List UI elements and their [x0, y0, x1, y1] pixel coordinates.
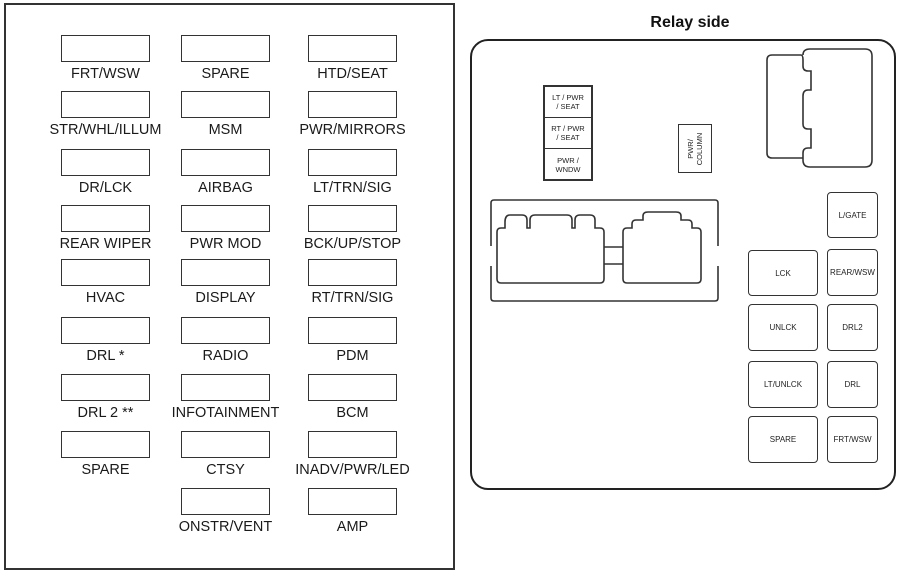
- fuse-label: DR/LCK: [78, 180, 133, 196]
- relay-label: UNLCK: [769, 323, 797, 332]
- relay-label: FRT/WSW: [833, 435, 872, 444]
- fuse-label: PWR/MIRRORS: [299, 122, 406, 138]
- fuse-label: PWR MOD: [189, 236, 262, 252]
- top-connector: [766, 48, 873, 168]
- relay-side-panel: [470, 39, 896, 490]
- relay-side-title: Relay side: [650, 14, 730, 31]
- fuse-label: RADIO: [202, 348, 249, 364]
- fuse-slot: [308, 431, 397, 458]
- fuse-slot: [308, 488, 397, 515]
- fuse-label: SPARE: [201, 66, 250, 82]
- fuse-slot: [61, 374, 150, 401]
- top-connector-outline: [766, 48, 873, 168]
- relay-l-gate: L/GATE: [827, 192, 878, 238]
- fuse-label: RT/TRN/SIG: [311, 290, 394, 306]
- fuse-label: REAR WIPER: [59, 236, 152, 252]
- relay-lck: LCK: [748, 250, 818, 296]
- main-connector-right-block: [622, 211, 702, 284]
- relay-pwr-wndw: PWR / WNDW: [555, 155, 581, 174]
- relay-label: DRL: [844, 380, 861, 389]
- fuse-slot: [181, 259, 270, 286]
- fuse-label: HVAC: [85, 290, 126, 306]
- fuse-label: LT/TRN/SIG: [313, 180, 392, 196]
- fuse-label: INFOTAINMENT: [171, 405, 280, 421]
- fuse-slot: [308, 259, 397, 286]
- relay-label: LT/UNLCK: [763, 380, 803, 389]
- fuse-side-panel: [4, 3, 455, 570]
- relay-frt-wsw: FRT/WSW: [827, 416, 878, 463]
- fuse-label: DRL 2 **: [77, 405, 134, 421]
- relay-spare: SPARE: [748, 416, 818, 463]
- fuse-label: DISPLAY: [195, 290, 256, 306]
- relay-label: DRL2: [842, 323, 863, 332]
- seat-window-relay-stack: LT / PWR / SEAT RT / PWR / SEAT PWR / WN…: [543, 85, 593, 181]
- fuse-slot: [181, 317, 270, 344]
- relay-drl2: DRL2: [827, 304, 878, 351]
- relay-pwr-column: PWR/ COLUMN: [678, 124, 712, 173]
- relay-label: LCK: [775, 268, 791, 278]
- relay-label: L/GATE: [838, 210, 867, 220]
- fuse-slot: [181, 205, 270, 232]
- fuse-slot: [61, 149, 150, 176]
- fuse-slot: [308, 205, 397, 232]
- fuse-label: ONSTR/VENT: [178, 519, 273, 535]
- main-connector: [490, 199, 719, 302]
- fuse-slot: [308, 149, 397, 176]
- fuse-label: SPARE: [81, 462, 130, 478]
- relay-rear-wsw: REAR/WSW: [827, 249, 878, 296]
- main-connector-left-block: [496, 214, 605, 284]
- fuse-slot: [181, 431, 270, 458]
- fuse-slot: [61, 35, 150, 62]
- fuse-label: AMP: [336, 519, 369, 535]
- fuse-slot: [181, 374, 270, 401]
- fuse-label: PDM: [336, 348, 369, 364]
- relay-pwr-column-label: PWR/ COLUMN: [686, 132, 704, 165]
- fuse-slot: [61, 431, 150, 458]
- fuse-label: MSM: [208, 122, 243, 138]
- fuse-slot: [181, 488, 270, 515]
- fuse-slot: [308, 91, 397, 118]
- relay-rt-pwr-seat: RT / PWR / SEAT: [545, 118, 591, 149]
- relay-lt-pwr-seat: LT / PWR / SEAT: [545, 87, 591, 118]
- fuse-slot: [181, 149, 270, 176]
- fuse-label: CTSY: [206, 462, 245, 478]
- fuse-slot: [181, 91, 270, 118]
- main-connector-bracket-top: [490, 199, 719, 246]
- relay-label: SPARE: [769, 435, 797, 444]
- fuse-label: INADV/PWR/LED: [295, 462, 410, 478]
- relay-label: REAR/WSW: [830, 268, 875, 277]
- fuse-slot: [61, 205, 150, 232]
- fuse-slot: [61, 259, 150, 286]
- fuse-label: STR/WHL/ILLUM: [49, 122, 162, 138]
- main-connector-bracket-bottom: [490, 266, 719, 302]
- relay-unlck: UNLCK: [748, 304, 818, 351]
- fuse-slot: [308, 35, 397, 62]
- fuse-slot: [308, 374, 397, 401]
- fuse-slot: [181, 35, 270, 62]
- fuse-label: HTD/SEAT: [317, 66, 388, 82]
- relay-drl: DRL: [827, 361, 878, 408]
- fuse-label: BCM: [336, 405, 369, 421]
- fuse-label: AIRBAG: [198, 180, 253, 196]
- fuse-label: BCK/UP/STOP: [303, 236, 402, 252]
- fuse-label: FRT/WSW: [71, 66, 140, 82]
- fuse-label: DRL *: [86, 348, 125, 364]
- main-connector-bridge: [604, 246, 623, 265]
- fuse-slot: [308, 317, 397, 344]
- fuse-slot: [61, 317, 150, 344]
- relay-lt-unlck: LT/UNLCK: [748, 361, 818, 408]
- fuse-slot: [61, 91, 150, 118]
